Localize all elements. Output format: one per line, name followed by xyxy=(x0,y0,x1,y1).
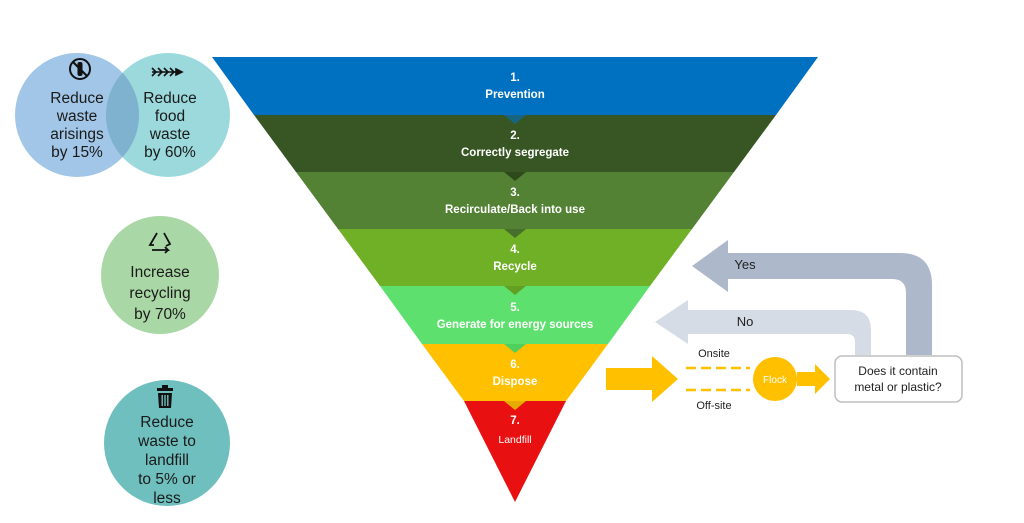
goal-reduce-arisings-circle xyxy=(15,53,139,177)
goal-text-line: waste xyxy=(56,108,98,125)
goal-text-line: recycling xyxy=(129,285,191,302)
layer-number: 7. xyxy=(510,415,520,427)
goal-text-line: by 60% xyxy=(144,144,196,161)
no-label: No xyxy=(737,314,754,329)
fishbone-icon xyxy=(151,67,184,77)
layer-label: Correctly segregate xyxy=(461,147,569,159)
layer-label: Dispose xyxy=(493,376,538,388)
goal-text-line: Increase xyxy=(130,264,190,281)
bin-icon xyxy=(157,385,173,408)
layer-recycle xyxy=(338,229,692,286)
layer-recirculate xyxy=(296,172,734,229)
layer-chevron xyxy=(504,172,526,181)
goal-reduce-landfill-circle xyxy=(104,380,230,506)
layer-prevention xyxy=(212,57,818,115)
question-line-2: metal or plastic? xyxy=(854,380,942,394)
goal-reduce-food-text: Reduce food waste by 60% xyxy=(128,90,212,162)
flock-label: Flock xyxy=(763,375,788,386)
goal-text-line: arisings xyxy=(50,126,104,143)
dispose-flow-arrow xyxy=(606,356,678,402)
goal-text-line: waste xyxy=(149,126,191,143)
layer-number: 5. xyxy=(510,302,520,314)
goal-text-line: less xyxy=(153,490,181,507)
goal-text-line: Reduce xyxy=(140,414,194,431)
layer-correctly-segregate xyxy=(254,115,776,172)
goal-text-line: Reduce xyxy=(50,90,104,107)
question-line-1: Does it contain xyxy=(858,364,937,378)
layer-number: 6. xyxy=(510,359,520,371)
goal-reduce-arisings-text: Reduce waste arisings by 15% xyxy=(35,90,119,162)
recycle-icon xyxy=(148,232,172,254)
layer-landfill xyxy=(464,401,566,502)
layer-chevron xyxy=(504,115,526,124)
onsite-label: Onsite xyxy=(698,348,730,360)
no-bottle-icon xyxy=(69,58,91,80)
layer-energy xyxy=(380,286,650,344)
flock-node xyxy=(753,357,797,401)
goal-text-line: landfill xyxy=(145,452,189,469)
hierarchy-pyramid xyxy=(212,57,818,502)
goal-increase-recycling-text: Increase recycling by 70% xyxy=(112,262,208,325)
layer-number: 4. xyxy=(510,244,520,256)
layer-number: 2. xyxy=(510,130,520,142)
layer-chevron xyxy=(504,229,526,238)
layer-label: Generate for energy sources xyxy=(437,319,594,331)
layer-dispose xyxy=(422,344,608,401)
flock-to-question-arrow xyxy=(797,364,830,394)
goal-text-line: food xyxy=(154,108,186,125)
layer-label: Prevention xyxy=(485,89,544,101)
yes-label: Yes xyxy=(734,257,756,272)
layer-label: Recycle xyxy=(493,261,536,273)
venn-overlap xyxy=(105,72,140,158)
yes-arrow xyxy=(692,240,932,355)
layer-number: 3. xyxy=(510,187,520,199)
layer-chevron xyxy=(504,286,526,295)
goal-increase-recycling-circle xyxy=(101,216,219,334)
no-arrow xyxy=(655,300,871,355)
offsite-label: Off-site xyxy=(696,400,731,412)
layer-chevron xyxy=(504,344,526,353)
goal-reduce-landfill-text: Reduce waste to landfill to 5% or less xyxy=(117,413,217,508)
goal-text-line: by 70% xyxy=(134,306,186,323)
question-box xyxy=(834,355,963,403)
goal-reduce-food-circle xyxy=(106,53,230,177)
goal-text-line: to 5% or xyxy=(138,471,196,488)
goal-text-line: Reduce xyxy=(143,90,197,107)
layer-label: Recirculate/Back into use xyxy=(445,204,585,216)
layer-number: 1. xyxy=(510,72,520,84)
layer-chevron xyxy=(504,401,526,410)
goal-text-line: by 15% xyxy=(51,144,103,161)
goal-text-line: waste to xyxy=(138,433,196,450)
layer-label: Landfill xyxy=(498,434,531,446)
